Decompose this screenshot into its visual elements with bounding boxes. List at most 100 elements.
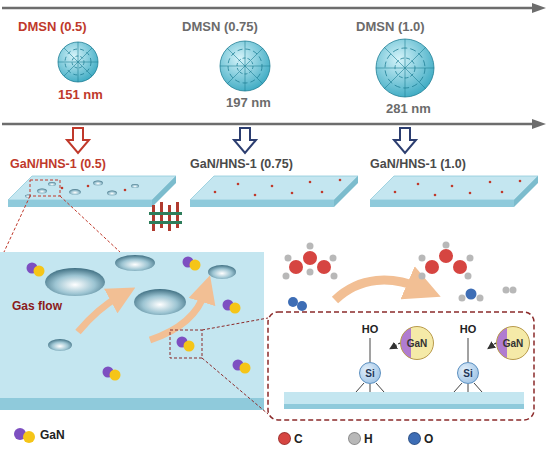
atom-label: GaN [407,338,428,349]
hns-slab [190,176,358,207]
h-atom [443,242,450,249]
oxygen-molecule [288,297,307,311]
figure-label: DMSN (0.75) [182,20,258,34]
legend-swatch [408,432,421,445]
pore [107,191,117,196]
c-atom [439,249,453,263]
n-atom [240,363,251,374]
sphere-pattern [220,41,270,91]
atom-label: GaN [503,338,524,349]
gan-dot [124,189,127,192]
si-o-bond [356,383,364,392]
propylene-molecule [419,242,474,280]
sphere-body [58,42,98,82]
silanol-site: SiHO [448,322,488,384]
legend-n-sample [23,431,35,443]
slab-top [370,176,538,200]
figure-label: Gas flow [12,300,62,313]
si-o-bond [468,384,469,392]
c-atom [453,260,467,274]
h-atom [307,269,314,276]
h-atom [283,273,290,280]
figure-label: 281 nm [386,102,431,116]
si-atom: Si [359,362,381,384]
fence-post [152,205,155,231]
legend-text: H [364,432,373,446]
pore [48,182,56,186]
pore [134,289,186,315]
hns-slab [370,176,538,207]
gan-dot [87,185,90,188]
down-arrow [394,128,416,153]
oh-bond [468,338,469,362]
fence-rail [149,212,182,215]
si-o-bond [376,383,384,392]
slab-front [370,200,514,207]
legend-text: C [294,432,303,446]
h-atom [330,255,337,262]
slab-top [8,176,176,200]
si-o-bond [474,383,482,392]
si-o-bond [454,383,462,392]
down-arrow [67,128,89,153]
h-atom [467,255,474,262]
gan-particle: GaN [400,326,434,360]
slab-side [152,176,176,207]
pore [93,181,103,186]
gan-dot [434,194,437,197]
zoom-line [202,358,268,414]
gan-dot [451,185,454,188]
h-atom [419,273,426,280]
slab-front [190,200,334,207]
c-atom [289,260,303,274]
oh-bond [370,338,371,362]
pore [69,189,81,195]
h-atom [285,255,292,262]
pore [48,339,72,351]
silica-surface-front [284,404,524,409]
hydroxyl-label: HO [448,322,488,336]
zoom-line [60,196,120,252]
pore [115,255,155,271]
gan-dot [339,179,342,182]
h-atom [477,295,484,302]
pore [45,268,105,296]
figure-label: 151 nm [58,88,103,102]
down-arrow [234,128,256,153]
h-atom [459,295,466,302]
gan-dot [469,192,472,195]
reaction-arrow [335,280,420,300]
n-atom [190,260,201,271]
h-atom [510,287,517,294]
hns-slab [8,176,176,207]
gan-dot [61,187,64,190]
arrow-head [532,3,546,13]
zoom-box [268,312,534,420]
fence-icon [149,202,182,231]
c-atom [425,260,439,274]
gan-particle: GaN [496,326,530,360]
slab-top [0,252,264,398]
gan-dot [214,191,217,194]
dmsn-sphere [376,39,434,97]
gan-dot [489,181,492,184]
c-atom [317,260,331,274]
h-atom [307,243,314,250]
gan-particles [27,257,251,381]
h-atom [419,255,426,262]
gan-dot [519,180,522,183]
slab-side [334,176,358,207]
si-o-bond [370,384,371,392]
sphere-pattern [58,42,98,82]
fence-rail [149,221,182,224]
o-atom [297,301,307,311]
hydrogen-molecule [503,287,517,294]
interaction-arrow [488,343,496,349]
slab-front [8,200,152,207]
slab-side [514,176,538,207]
zoom-marker [170,330,202,358]
h-atom [331,273,338,280]
